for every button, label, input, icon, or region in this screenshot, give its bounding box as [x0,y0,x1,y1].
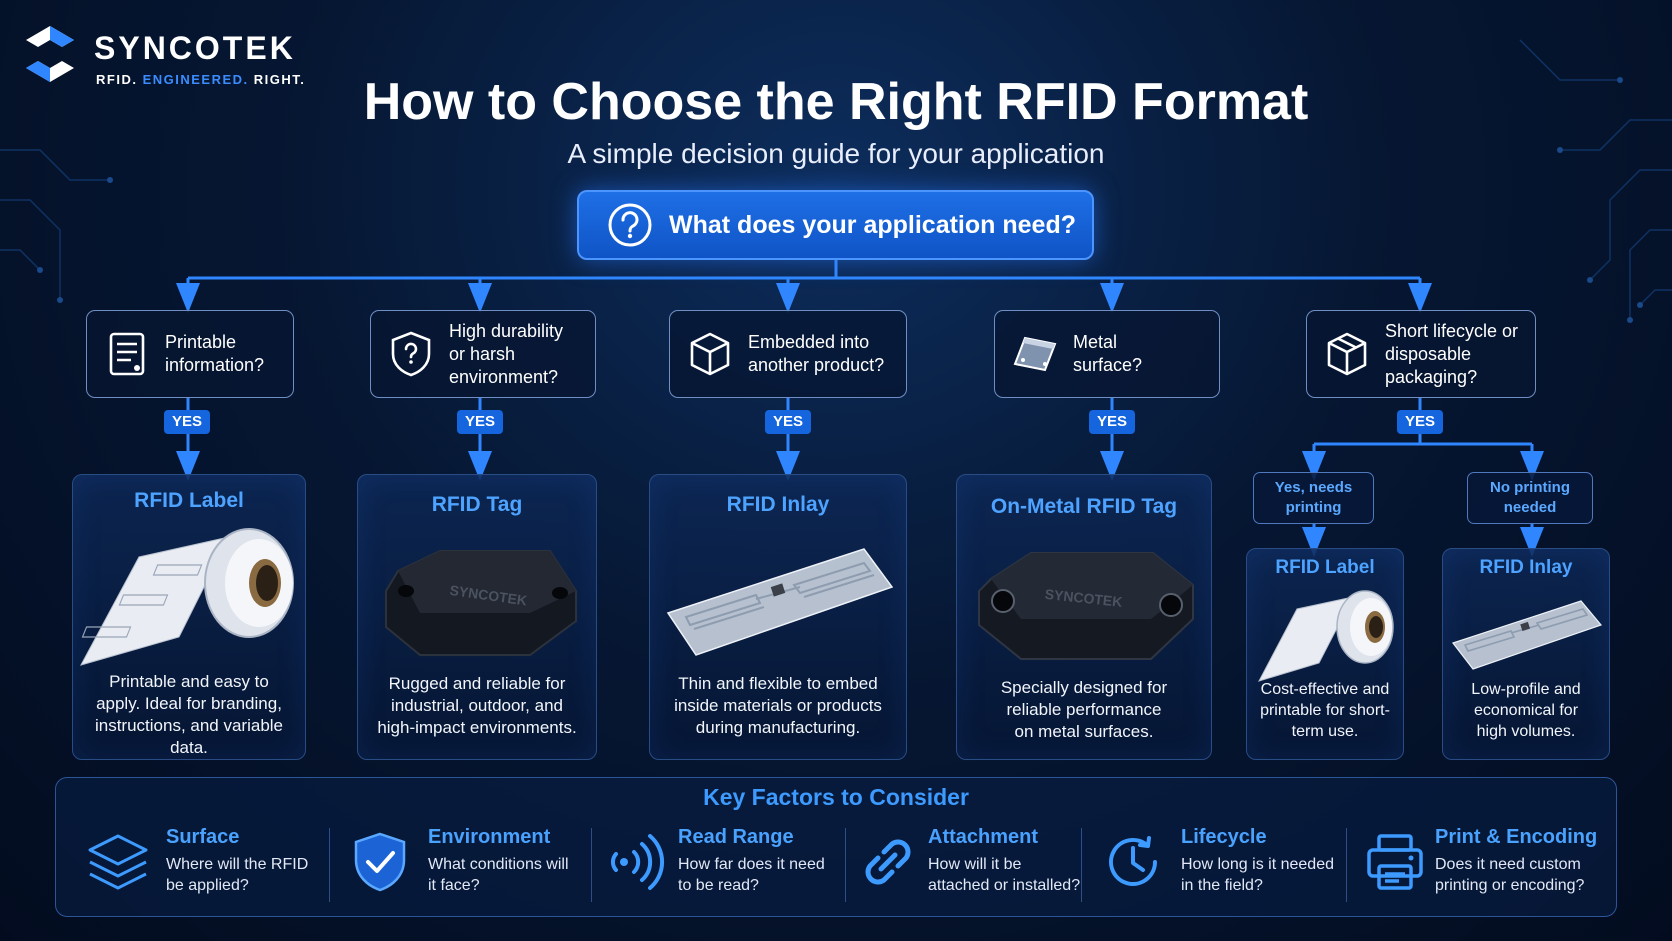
factor-divider [845,828,846,902]
label-roll-image [79,528,294,666]
inlay-image [666,548,894,656]
syncotek-logo-icon [26,26,74,82]
factor-name: Lifecycle [1181,826,1267,848]
factor-divider [1346,828,1347,902]
factor-divider [1081,828,1082,902]
metal-plate-icon [1013,336,1057,372]
shield-check-icon [354,832,406,892]
result-card-rfid-inlay[interactable]: RFID Inlay Thin and flexible to embed in… [649,474,907,760]
cube-icon [690,332,730,376]
result-description: Low-profile and economical for high volu… [1471,681,1581,740]
tagline-rfid: RFID. [96,72,138,87]
result-title: RFID Label [1275,557,1375,578]
factor-surface[interactable]: Surface Where will the RFID be applied? [86,826,344,906]
factor-description: Does it need custom printing or encoding… [1435,856,1585,894]
box-icon [1327,332,1367,376]
question-text: Short lifecycle or disposable packaging? [1385,320,1519,387]
root-question-text: What does your application need? [669,210,1076,239]
factor-name: Surface [166,826,240,848]
yes-badge: YES [1397,410,1443,434]
factor-attachment[interactable]: Attachment How will it be attached or in… [856,826,1114,906]
question-short-lifecycle[interactable]: Short lifecycle or disposable packaging? [1306,310,1536,398]
factor-lifecycle[interactable]: Lifecycle How long is it needed in the f… [1101,826,1359,906]
key-factors-panel: Key Factors to Consider Surface Where wi… [55,777,1617,917]
question-embedded[interactable]: Embedded into another product? [669,310,907,398]
layers-icon [88,834,148,890]
result-card-short-label[interactable]: RFID Label Cost-effective and printable … [1246,548,1404,760]
factor-description: What conditions will it face? [428,856,569,894]
inlay-small-image [1452,600,1603,670]
factor-read-range[interactable]: Read Range How far does it need to be re… [608,826,866,906]
on-metal-tag-image: SYNCOTEK [978,552,1194,660]
document-icon [109,332,145,376]
brand-logo[interactable]: SYNCOTEK RFID. ENGINEERED. RIGHT. [24,24,324,94]
factor-description: How far does it need to be read? [678,856,825,894]
factor-print-encoding[interactable]: Print & Encoding Does it need custom pri… [1363,826,1621,906]
printer-icon [1367,834,1423,890]
result-title: RFID Inlay [726,493,830,516]
subquestion-needs-printing[interactable]: Yes, needs printing [1253,472,1374,524]
result-description: Rugged and reliable for industrial, outd… [377,674,577,737]
clock-icon [1109,836,1157,886]
question-durability[interactable]: High durability or harsh environment? [370,310,596,398]
factor-divider [329,828,330,902]
result-description: Cost-effective and printable for short- … [1260,681,1390,740]
result-description: Specially designed for reliable performa… [1000,678,1168,741]
brand-name: SYNCOTEK [94,30,296,66]
question-text: Embedded into another product? [748,332,885,375]
question-text: High durability or harsh environment? [449,320,564,387]
result-card-rfid-label[interactable]: RFID Label Printable and easy to apply. … [72,474,306,760]
page-title: How to Choose the Right RFID Format [363,73,1309,131]
signal-waves-icon [611,834,665,890]
rugged-tag-image: SYNCOTEK [385,550,577,656]
result-card-short-inlay[interactable]: RFID Inlay Low-profile and economical fo… [1442,548,1610,760]
result-title: On-Metal RFID Tag [990,495,1178,518]
factor-description: How will it be attached or installed? [928,856,1081,894]
yes-badge: YES [765,410,811,434]
factor-divider [591,828,592,902]
result-card-on-metal-tag[interactable]: On-Metal RFID Tag SYNCOTEK Specially des… [956,474,1212,760]
question-printable[interactable]: Printable information? [86,310,294,398]
yes-badge: YES [164,410,210,434]
factor-environment[interactable]: Environment What conditions will it face… [348,826,606,906]
factor-description: Where will the RFID be applied? [166,856,309,894]
tagline-engineered: ENGINEERED. [142,72,249,87]
result-card-rfid-tag[interactable]: RFID Tag SYNCOTEK Rugged and reliable fo… [357,474,597,760]
factor-name: Read Range [678,826,794,848]
key-factors-title: Key Factors to Consider [703,784,969,810]
chain-link-icon [865,839,911,885]
factor-name: Attachment [928,826,1039,848]
result-description: Thin and flexible to embed inside materi… [674,674,882,737]
question-text: Metal surface? [1073,332,1143,375]
question-mark-icon [608,203,652,247]
result-title: RFID Label [134,489,244,512]
factor-name: Print & Encoding [1435,826,1598,848]
page-subtitle: A simple decision guide for your applica… [567,138,1105,169]
subquestion-no-printing[interactable]: No printing needed [1467,472,1593,524]
factor-name: Environment [428,826,551,848]
root-question-box: What does your application need? [577,190,1094,260]
shield-question-icon [391,331,431,377]
brand-tagline: RFID. ENGINEERED. RIGHT. [96,72,305,87]
factor-description: How long is it needed in the field? [1181,856,1334,894]
yes-badge: YES [457,410,503,434]
result-title: RFID Inlay [1479,557,1573,578]
yes-badge: YES [1089,410,1135,434]
question-text: Printable information? [165,332,265,375]
result-title: RFID Tag [431,493,523,516]
question-metal[interactable]: Metal surface? [994,310,1220,398]
result-description: Printable and easy to apply. Ideal for b… [94,672,284,757]
label-roll-small-image [1258,590,1394,682]
tagline-right: RIGHT. [253,72,306,87]
